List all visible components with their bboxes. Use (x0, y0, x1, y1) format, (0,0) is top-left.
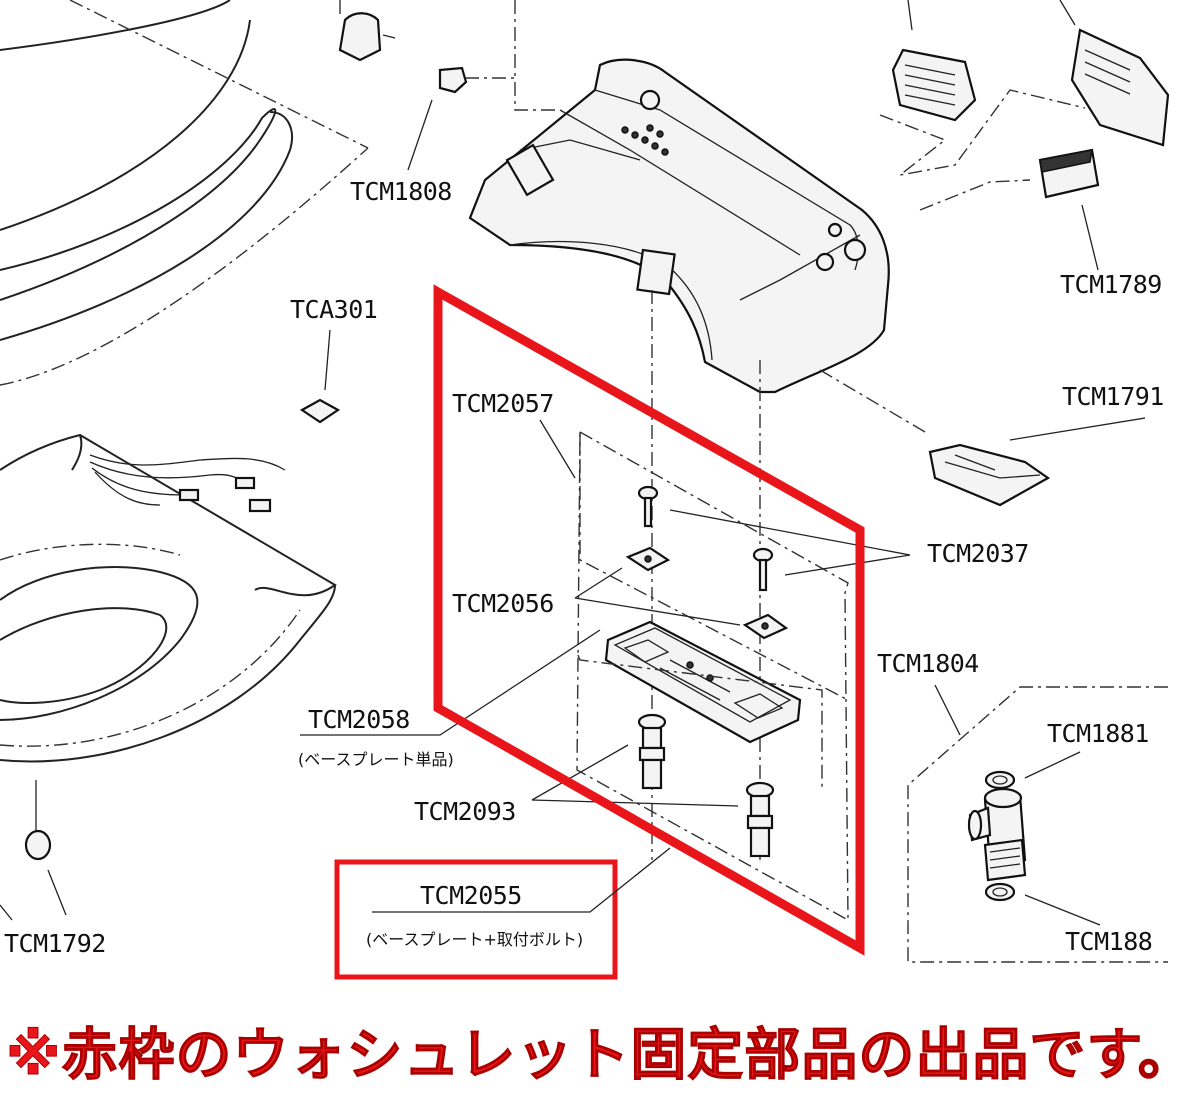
dash-box-inner (579, 432, 849, 701)
mounting-bracket-part (928, 443, 1051, 507)
anchor-bolt-parts (637, 713, 775, 858)
label-tcm1792: TCM1792 (4, 929, 106, 958)
leader-tcm2093 (531, 744, 739, 807)
hinge-clip-part (338, 12, 468, 94)
leader-tcm1881-top (1024, 751, 1081, 779)
leader-tcm2037 (669, 509, 911, 576)
toilet-lid-drawing (0, 0, 369, 386)
dash-box-plate (577, 654, 823, 790)
dash-box-tcm1804 (907, 686, 1168, 963)
dash-vertical-axes (651, 290, 761, 860)
toilet-seat-drawing (0, 433, 337, 763)
label-tcm2037: TCM2037 (927, 539, 1029, 568)
dash-top-right-2 (919, 179, 1031, 211)
leader-tcm2056 (574, 567, 741, 626)
base-plate-part (604, 620, 802, 744)
leader-tcm1792 (47, 869, 67, 916)
exploded-parts-diagram: TCM1808 TCA301 TCM1792 (0, 0, 1170, 980)
label-tcm1791: TCM1791 (1062, 382, 1164, 411)
label-tcm1789: TCM1789 (1060, 270, 1162, 299)
leader-tcm1804 (934, 684, 961, 736)
wiring-harness-drawing (89, 454, 286, 513)
leader-tcm1792-left (0, 904, 13, 921)
listing-caption: ※赤枠のウォシュレット固定部品の出品です。 (6, 1023, 1195, 1089)
dash-tcm1808 (339, 0, 555, 111)
label-tca301: TCA301 (290, 295, 377, 324)
screw-head-part (24, 829, 52, 861)
dash-top-right-1 (879, 89, 1086, 176)
label-tcm2093: TCM2093 (414, 797, 516, 826)
note-tcm2055: (ベースプレート+取付ボルト) (366, 930, 583, 949)
leader-tcm2057 (539, 419, 576, 479)
filter-block-top (1039, 149, 1093, 173)
leader-tcm1881-bottom (1024, 894, 1101, 926)
label-tcm1881-bottom: TCM188 (1065, 927, 1152, 956)
label-tcm2057: TCM2057 (452, 389, 554, 418)
dash-tcm1791 (819, 369, 926, 433)
label-tcm1881-top: TCM1881 (1047, 719, 1149, 748)
highlight-frame (433, 284, 865, 956)
leader-tca301 (324, 329, 331, 391)
label-tcm2055: TCM2055 (420, 881, 522, 910)
label-tcm1804: TCM1804 (877, 649, 979, 678)
seal-part (299, 398, 341, 424)
leader-tcm1808 (407, 99, 433, 171)
leader-tcm1791 (1009, 417, 1146, 441)
mounting-bolt-parts (637, 485, 774, 592)
dash-box-assembly (576, 430, 849, 922)
label-tcm1808: TCM1808 (350, 177, 452, 206)
label-tcm2056: TCM2056 (452, 589, 554, 618)
note-tcm2058: (ベースプレート単品) (298, 750, 454, 769)
valve-part (967, 770, 1027, 902)
leader-tcm2058 (300, 629, 601, 736)
filter-cover-part (891, 0, 1170, 147)
highlight-label-box (334, 859, 618, 980)
washlet-main-unit (468, 58, 890, 394)
label-tcm2058: TCM2058 (308, 705, 410, 734)
nut-plate-parts (625, 546, 789, 640)
leader-tcm1789 (1081, 204, 1099, 271)
leader-tcm2055 (372, 847, 671, 913)
